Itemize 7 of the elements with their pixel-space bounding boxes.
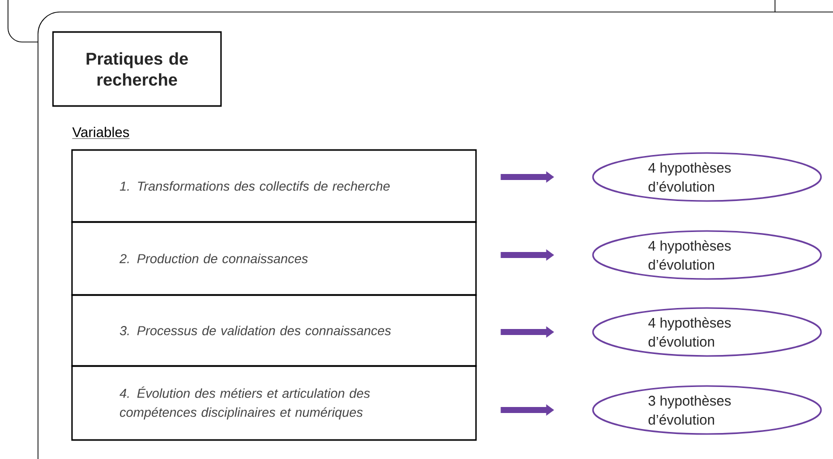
- variable-box: 4. Évolution des métiers et articulation des compétences disciplinaires et numériques: [71, 365, 477, 441]
- variable-box: 3. Processus de validation des connaissances: [71, 294, 477, 367]
- title-box: Pratiques de recherche: [52, 31, 222, 107]
- section-label: Variables: [72, 126, 130, 139]
- variable-box: 1. Transformations des collectifs de recherche: [71, 149, 477, 223]
- panel-frame: [38, 12, 833, 459]
- variable-box: 2. Production de connaissances: [71, 221, 477, 296]
